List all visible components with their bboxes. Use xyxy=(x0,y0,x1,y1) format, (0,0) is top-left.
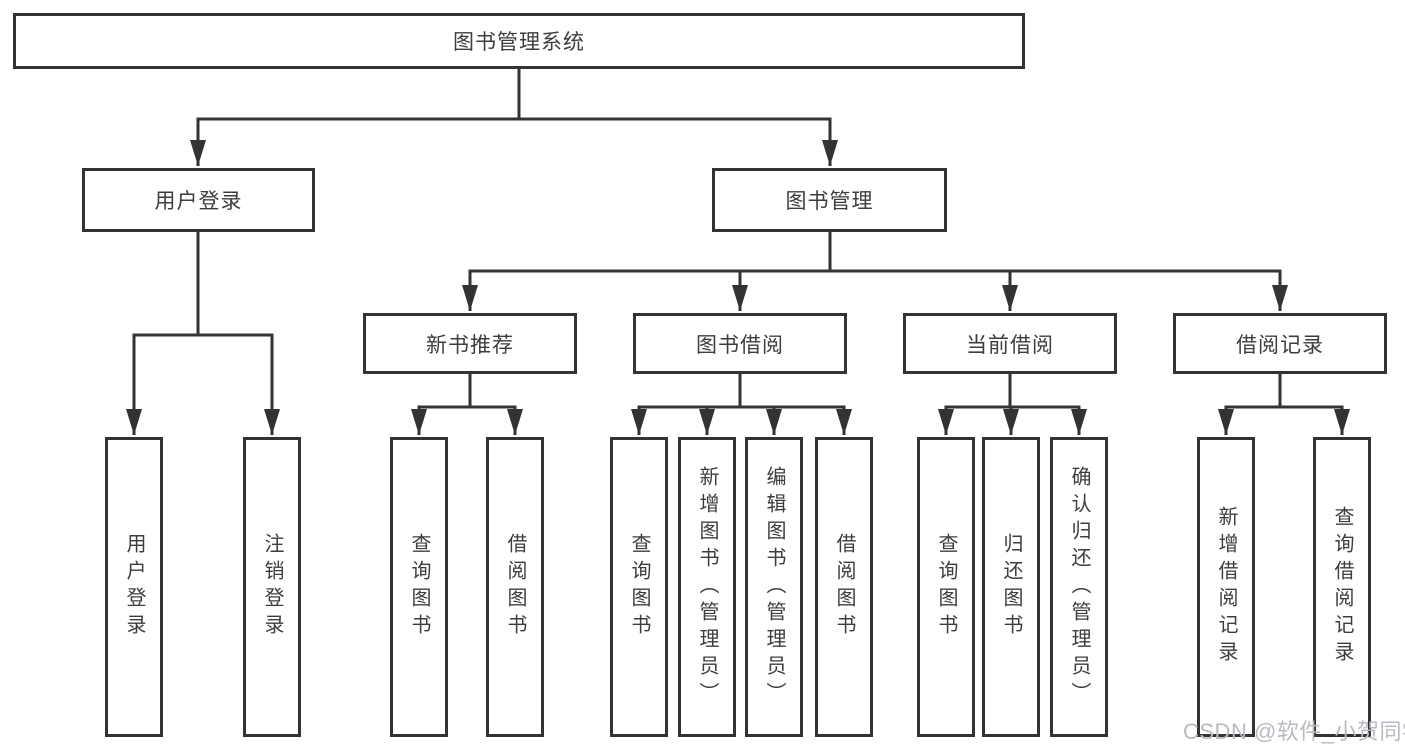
leaf-query-borrow-record: 查询借阅记录 xyxy=(1313,437,1371,737)
node-label: 借阅记录 xyxy=(1236,333,1324,357)
leaf-label: 注销登录 xyxy=(261,533,283,641)
leaf-add-books-admin: 新增图书（管理员） xyxy=(678,437,736,737)
leaf-label: 借阅图书 xyxy=(504,533,526,641)
leaf-label: 查询图书 xyxy=(408,533,430,641)
node-library-management-system: 图书管理系统 xyxy=(13,13,1025,69)
leaf-confirm-return-admin: 确认归还（管理员） xyxy=(1050,437,1108,737)
node-new-book-recommend: 新书推荐 xyxy=(363,313,577,374)
node-label: 用户登录 xyxy=(154,190,243,213)
leaf-add-borrow-record: 新增借阅记录 xyxy=(1197,437,1255,737)
leaf-label: 确认归还（管理员） xyxy=(1068,465,1090,709)
csdn-watermark: CSDN @软件_小贺同学 xyxy=(1183,719,1405,744)
leaf-label: 查询图书 xyxy=(628,533,650,641)
leaf-borrow-books: 借阅图书 xyxy=(815,437,873,737)
leaf-label: 查询借阅记录 xyxy=(1331,506,1353,668)
leaf-edit-books-admin: 编辑图书（管理员） xyxy=(745,437,803,737)
node-book-management: 图书管理 xyxy=(712,168,947,232)
leaf-borrow-books: 借阅图书 xyxy=(486,437,544,737)
node-label: 图书借阅 xyxy=(696,333,784,357)
node-current-borrow: 当前借阅 xyxy=(903,313,1117,374)
leaf-label: 用户登录 xyxy=(123,533,145,641)
node-label: 新书推荐 xyxy=(426,333,514,357)
leaf-query-books: 查询图书 xyxy=(390,437,448,737)
node-label: 图书管理 xyxy=(785,190,874,213)
node-borrow-records: 借阅记录 xyxy=(1173,313,1387,374)
leaf-query-books: 查询图书 xyxy=(917,437,975,737)
leaf-label: 借阅图书 xyxy=(833,533,855,641)
node-label: 图书管理系统 xyxy=(453,31,585,54)
leaf-query-books: 查询图书 xyxy=(610,437,668,737)
node-book-borrow: 图书借阅 xyxy=(633,313,847,374)
leaf-label: 查询图书 xyxy=(935,533,957,641)
leaf-label: 归还图书 xyxy=(1000,533,1022,641)
leaf-label: 新增借阅记录 xyxy=(1215,506,1237,668)
leaf-label: 编辑图书（管理员） xyxy=(763,465,785,709)
leaf-label: 新增图书（管理员） xyxy=(696,465,718,709)
leaf-logout: 注销登录 xyxy=(243,437,301,737)
leaf-return-books: 归还图书 xyxy=(982,437,1040,737)
node-user-login: 用户登录 xyxy=(82,168,315,232)
node-label: 当前借阅 xyxy=(966,333,1054,357)
leaf-user-login: 用户登录 xyxy=(105,437,163,737)
